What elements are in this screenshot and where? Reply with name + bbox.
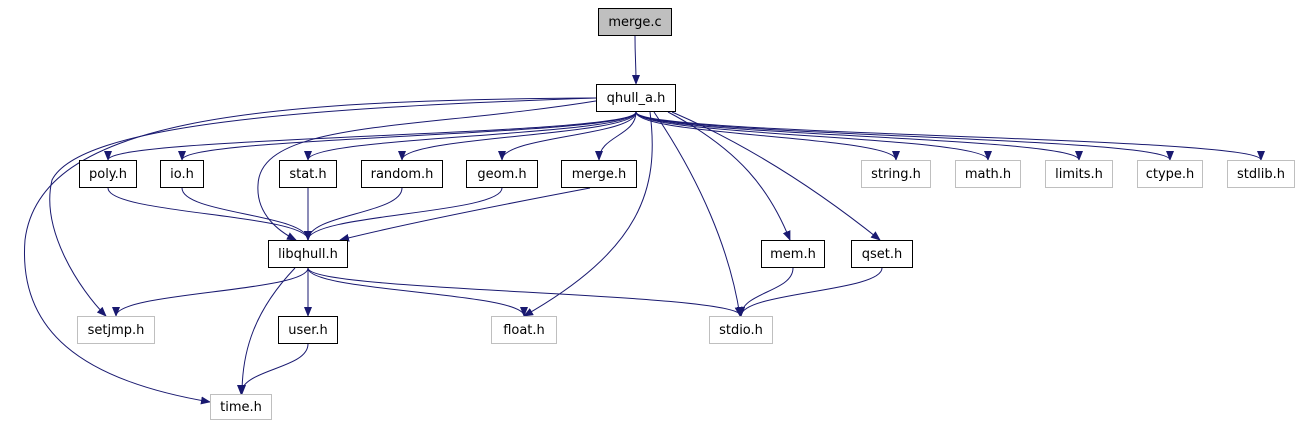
edge-io-h-to-libqhull-h xyxy=(181,187,312,241)
node-stdio-h: stdio.h xyxy=(709,316,773,344)
edge-qhull-a-h-to-geom-h xyxy=(498,111,637,161)
edge-qset-h-to-stdio-h xyxy=(737,267,883,317)
node-user-h[interactable]: user.h xyxy=(278,316,338,344)
node-time-h: time.h xyxy=(210,394,272,420)
node-io-h[interactable]: io.h xyxy=(160,160,204,188)
edge-qhull-a-h-to-poly-h xyxy=(104,111,637,161)
edge-qhull-a-h-to-math-h xyxy=(635,111,992,161)
node-qset-h[interactable]: qset.h xyxy=(851,240,913,268)
node-float-h: float.h xyxy=(491,316,557,344)
edge-qhull-a-h-to-stat-h xyxy=(304,111,637,161)
edge-libqhull-h-to-stdio-h xyxy=(307,267,745,317)
edge-qhull-a-h-to-float-h xyxy=(523,111,653,317)
edge-qhull-a-h-to-mem-h xyxy=(667,111,791,241)
node-math-h: math.h xyxy=(955,160,1021,188)
node-qhull-a-h[interactable]: qhull_a.h xyxy=(596,84,676,112)
node-merge-h[interactable]: merge.h xyxy=(561,160,637,188)
edge-poly-h-to-libqhull-h xyxy=(107,187,312,241)
node-string-h: string.h xyxy=(861,160,931,188)
node-geom-h[interactable]: geom.h xyxy=(466,160,538,188)
node-libqhull-h[interactable]: libqhull.h xyxy=(268,240,348,268)
node-stdlib-h: stdlib.h xyxy=(1227,160,1295,188)
edge-qhull-a-h-to-string-h xyxy=(635,111,900,161)
edge-merge-h-to-libqhull-h xyxy=(339,187,591,242)
edge-user-h-to-time-h xyxy=(237,343,309,395)
edge-libqhull-h-to-float-h xyxy=(307,267,528,317)
node-ctype-h: ctype.h xyxy=(1137,160,1203,188)
edge-qhull-a-h-to-qset-h xyxy=(671,111,881,241)
edge-qhull-a-h-to-merge-h xyxy=(595,111,637,161)
node-setjmp-h: setjmp.h xyxy=(77,316,155,344)
edge-merge-c-to-qhull-a-h xyxy=(631,35,640,85)
node-merge-c: merge.c xyxy=(598,8,672,36)
edge-qhull-a-h-to-random-h xyxy=(398,111,637,161)
edge-qhull-a-h-to-io-h xyxy=(178,111,637,161)
node-mem-h[interactable]: mem.h xyxy=(761,240,825,268)
edge-qhull-a-h-to-time-h xyxy=(23,97,597,405)
node-random-h[interactable]: random.h xyxy=(361,160,443,188)
node-poly-h[interactable]: poly.h xyxy=(79,160,137,188)
node-stat-h[interactable]: stat.h xyxy=(279,160,337,188)
edge-qhull-a-h-to-limits-h xyxy=(635,111,1083,161)
edge-qhull-a-h-to-setjmp-h xyxy=(49,97,597,317)
edge-qhull-a-h-to-stdlib-h xyxy=(635,111,1265,161)
dependency-edges xyxy=(23,35,1265,405)
edge-qhull-a-h-to-ctype-h xyxy=(635,111,1174,161)
edge-libqhull-h-to-time-h xyxy=(238,267,296,395)
node-limits-h: limits.h xyxy=(1045,160,1113,188)
edge-geom-h-to-libqhull-h xyxy=(304,187,503,241)
edge-qhull-a-h-to-stdio-h xyxy=(653,111,743,317)
edge-libqhull-h-to-setjmp-h xyxy=(112,267,309,317)
